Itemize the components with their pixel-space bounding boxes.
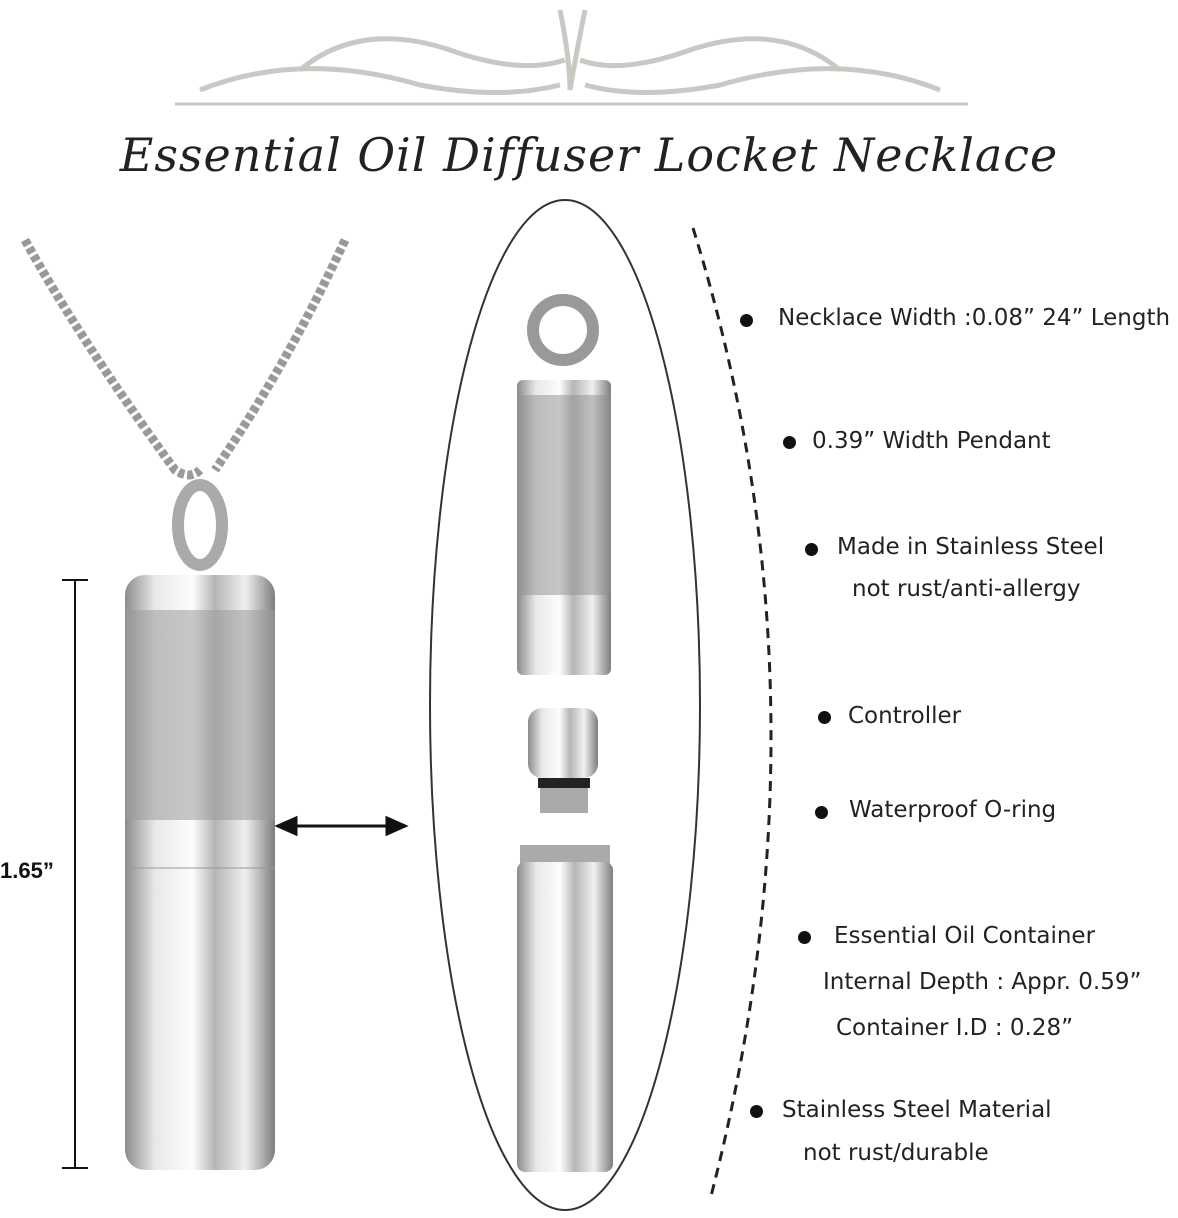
bullet-dot	[750, 1105, 763, 1118]
ornament-decoration	[175, 9, 968, 106]
feature-steel-material: Stainless Steel Material	[782, 1097, 1052, 1123]
exploded-pendant	[517, 294, 613, 1172]
dashed-curve	[691, 227, 773, 1201]
double-arrow-icon	[274, 815, 409, 837]
feature-container: Essential Oil Container	[834, 923, 1096, 949]
feature-o-ring: Waterproof O-ring	[849, 797, 1057, 823]
chain	[21, 237, 350, 480]
feature-container-id: Container I.D : 0.28”	[836, 1015, 1074, 1041]
bullet-dot	[815, 806, 828, 819]
feature-container-depth: Internal Depth : Appr. 0.59”	[823, 969, 1142, 995]
bullet-dot	[818, 711, 831, 724]
feature-material: Made in Stainless Steel	[837, 534, 1105, 560]
bullet-dot	[783, 436, 796, 449]
feature-controller: Controller	[848, 703, 962, 729]
page-title: Essential Oil Diffuser Locket Necklace	[119, 128, 1059, 182]
length-dimension-label: 1.65”	[0, 858, 54, 883]
feature-necklace-width: Necklace Width :0.08” 24” Length	[778, 305, 1171, 331]
bullet-dot	[805, 543, 818, 556]
feature-steel-note: not rust/durable	[803, 1140, 989, 1166]
dimension-line	[62, 579, 88, 1169]
bullet-dot	[740, 314, 753, 327]
assembled-pendant	[125, 479, 275, 1170]
feature-pendant-width: 0.39” Width Pendant	[812, 428, 1051, 454]
exploded-view-oval	[429, 199, 701, 1211]
bullet-dot	[798, 931, 811, 944]
feature-material-note: not rust/anti-allergy	[852, 576, 1081, 602]
